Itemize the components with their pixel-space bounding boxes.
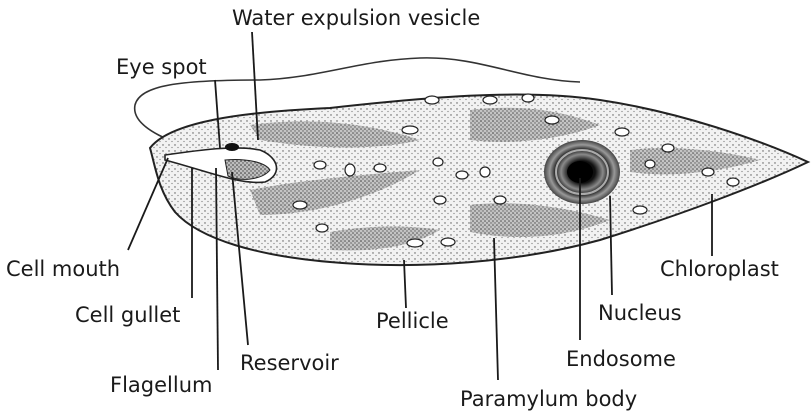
label-pellicle: Pellicle [376,309,449,333]
label-eye-spot: Eye spot [116,55,207,79]
label-chloroplast: Chloroplast [660,257,779,281]
label-cell-gullet: Cell gullet [75,303,180,327]
nucleus [544,140,620,204]
label-water-expulsion-vesicle: Water expulsion vesicle [232,6,480,30]
label-reservoir: Reservoir [240,351,339,375]
label-flagellum: Flagellum [110,373,212,397]
label-endosome: Endosome [566,347,676,371]
eye-spot [225,143,239,151]
label-cell-mouth: Cell mouth [6,257,120,281]
label-paramylum-body: Paramylum body [460,387,637,411]
label-nucleus: Nucleus [598,301,682,325]
